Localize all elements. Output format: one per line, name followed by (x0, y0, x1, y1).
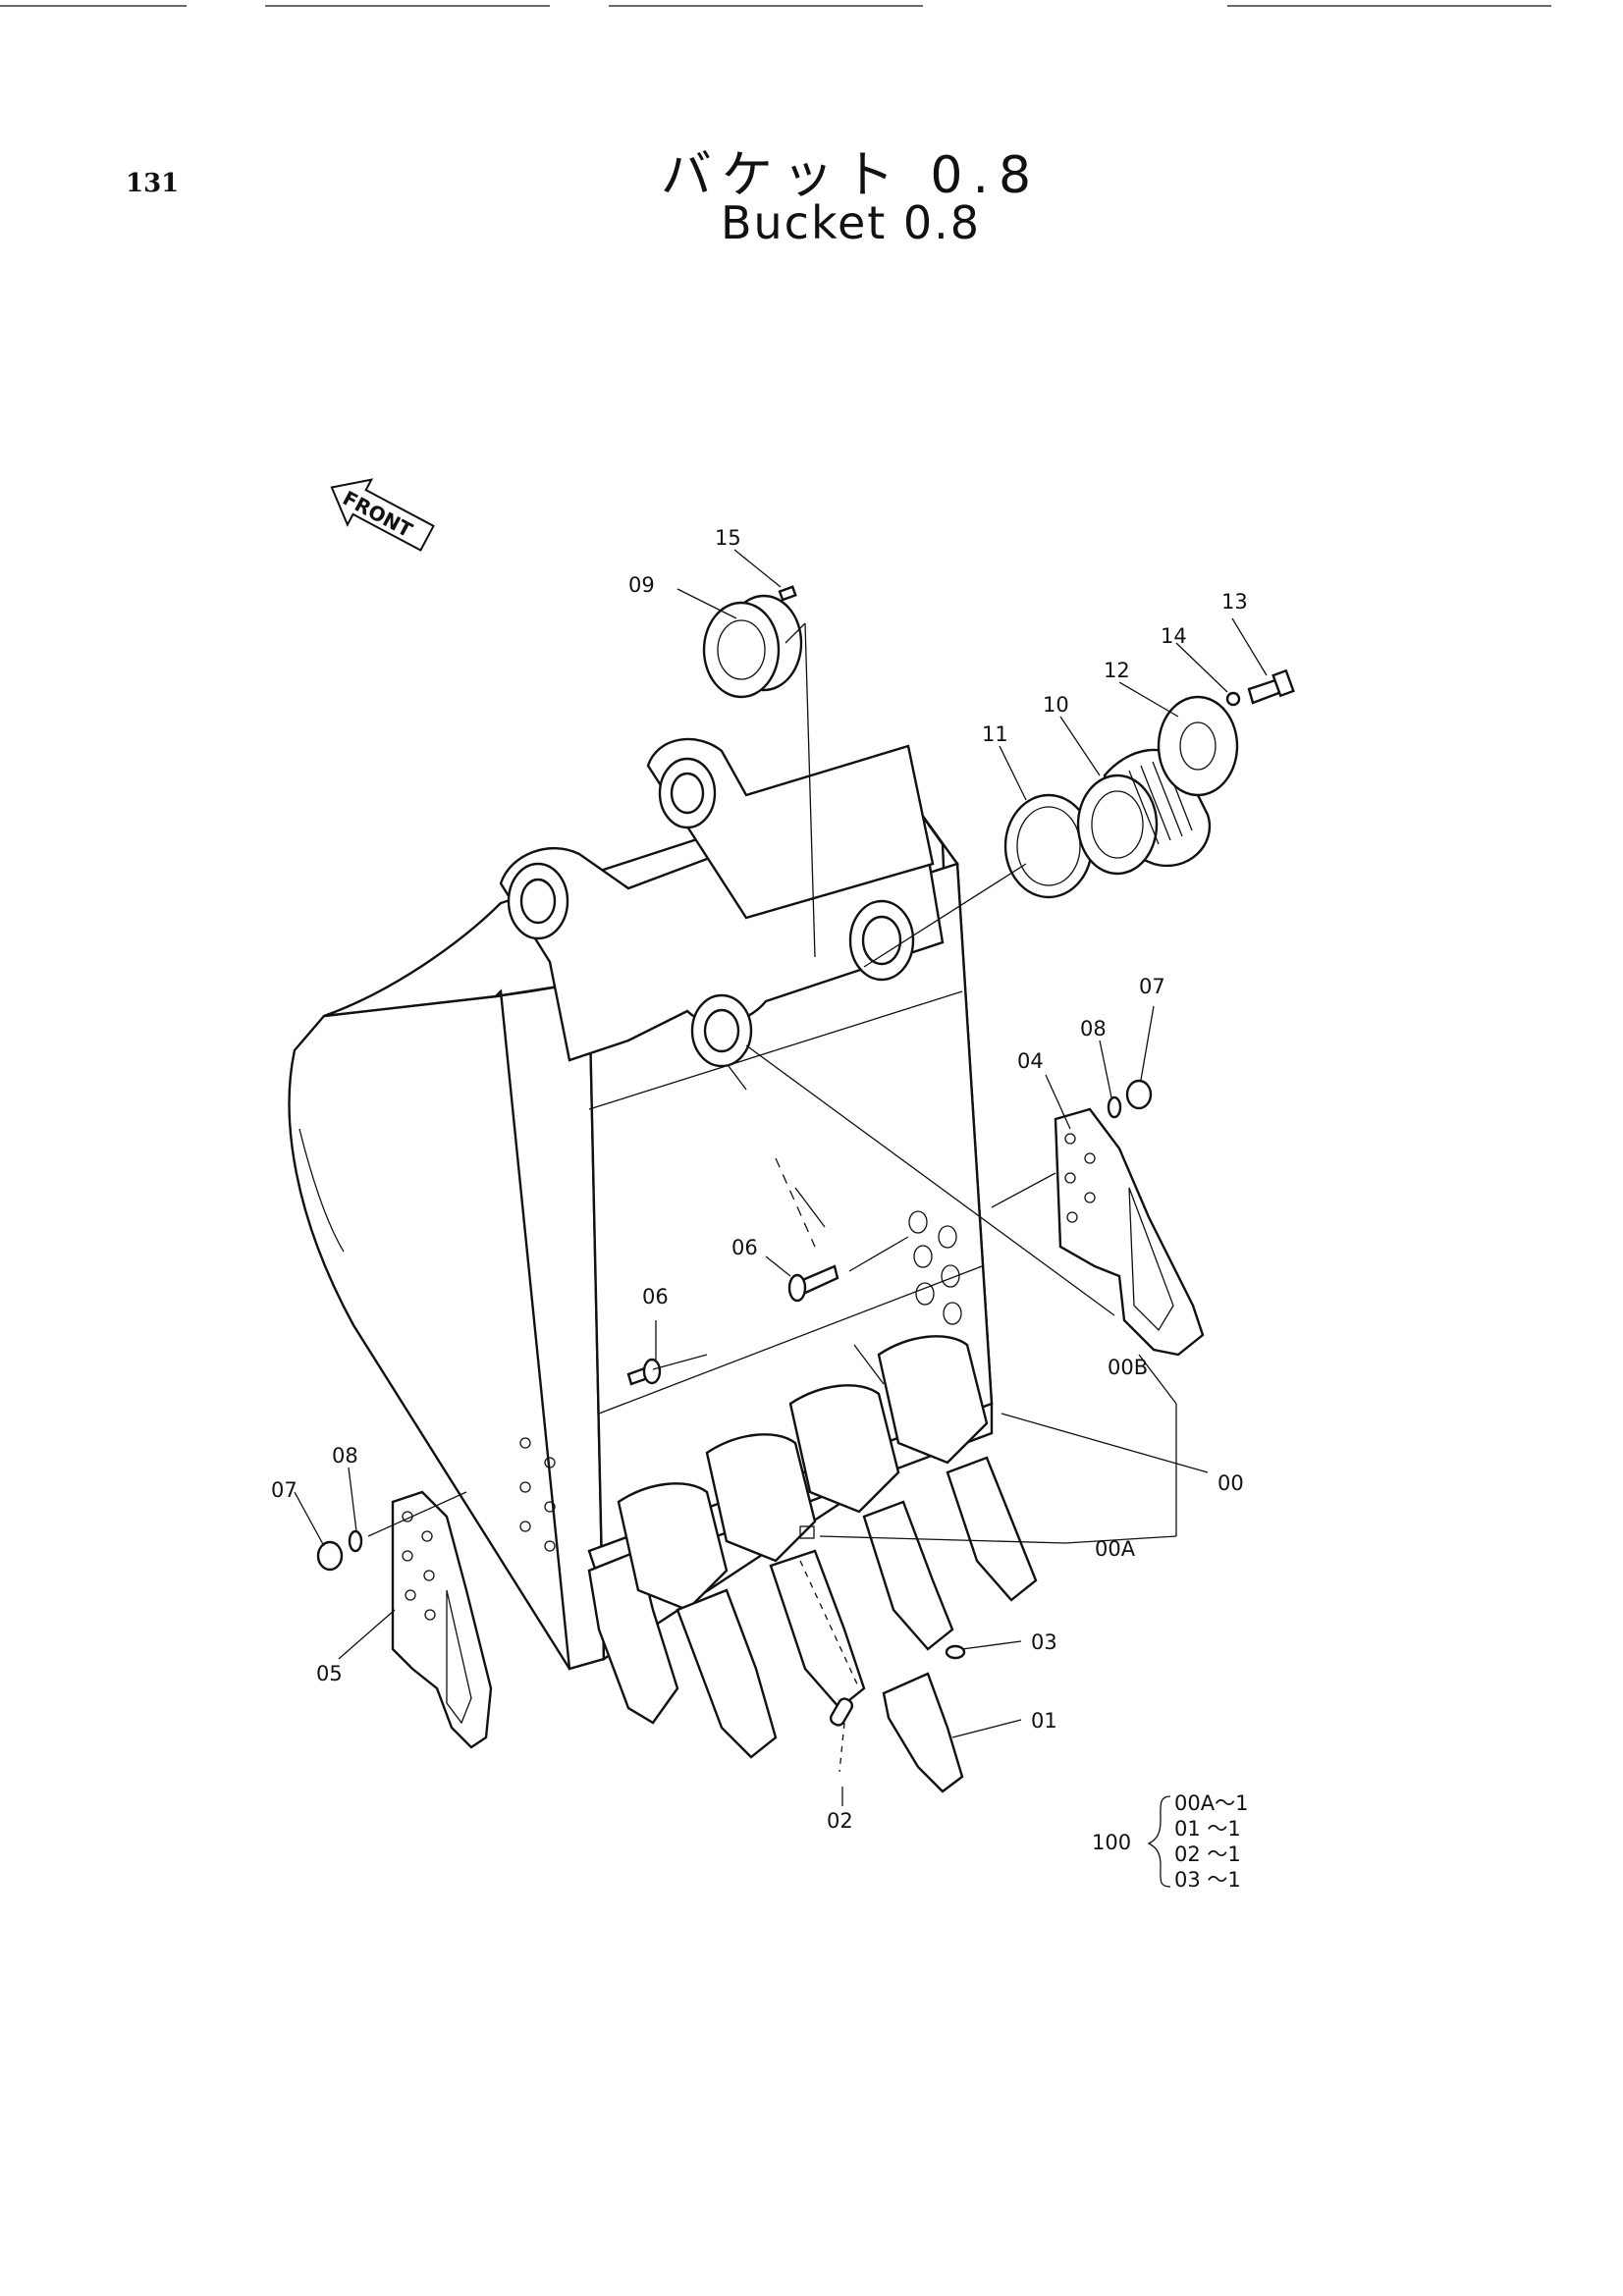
kit-brace (1147, 1795, 1171, 1888)
callout-15: 15 (715, 526, 741, 550)
nut-part-right (1125, 1079, 1153, 1110)
callout-03: 03 (1031, 1630, 1057, 1654)
lock-pin-part (829, 1697, 854, 1727)
washer-part (1225, 691, 1241, 707)
bolt-part (1247, 668, 1295, 705)
page-number: 131 (126, 169, 180, 198)
cover-plate-part (1157, 695, 1239, 797)
callout-07-left: 07 (271, 1478, 298, 1502)
side-cutter-right (1054, 1107, 1205, 1357)
callout-11: 11 (982, 722, 1008, 746)
callout-00a: 00A (1095, 1537, 1136, 1561)
assembly-lines (367, 622, 1115, 1773)
callout-01: 01 (1031, 1709, 1057, 1733)
plow-bolt-part-right (787, 1264, 839, 1303)
callout-05: 05 (316, 1662, 343, 1685)
lock-washer-part-right (1107, 1095, 1122, 1119)
kit-row-02: 02 ～1 (1174, 1842, 1241, 1866)
callout-13: 13 (1221, 590, 1248, 614)
bucket-teeth (587, 1335, 1038, 1759)
kit-row-03: 03 ～1 (1174, 1868, 1241, 1892)
callout-08-right: 08 (1080, 1017, 1107, 1041)
tooth-point-part (882, 1672, 964, 1793)
callout-10: 10 (1043, 693, 1069, 717)
callout-09: 09 (628, 573, 655, 597)
front-label: FRONT (339, 486, 416, 542)
leader-lines (294, 549, 1268, 1806)
title-japanese: バケット 0.8 (660, 146, 1042, 205)
callout-04: 04 (1017, 1049, 1044, 1073)
nut-part-left (316, 1540, 344, 1572)
callout-00: 00 (1217, 1471, 1244, 1495)
dust-seal-part (702, 594, 803, 699)
plow-bolt-part-left (626, 1358, 662, 1386)
kit-row-01: 01 ～1 (1174, 1817, 1241, 1841)
callout-labels: 15 09 13 14 12 10 11 07 08 04 06 06 00B … (271, 526, 1248, 1833)
callout-08-left: 08 (332, 1444, 358, 1468)
callout-14: 14 (1161, 624, 1187, 648)
callout-06-left: 06 (642, 1285, 669, 1308)
callout-07-right: 07 (1139, 975, 1165, 998)
lock-washer-part-left (348, 1529, 363, 1553)
callout-00b: 00B (1108, 1356, 1148, 1379)
callout-02: 02 (827, 1809, 853, 1833)
kit-100-group: 100 00A～1 01 ～1 02 ～1 03 ～1 (1092, 1791, 1248, 1892)
grease-nipple-part (778, 585, 797, 602)
rubber-lock-part (945, 1644, 966, 1660)
front-arrow-icon: FRONT (330, 478, 435, 552)
callout-12: 12 (1104, 659, 1130, 682)
title-english: Bucket 0.8 (720, 196, 982, 249)
side-cutter-left (391, 1490, 493, 1749)
kit-number: 100 (1092, 1831, 1131, 1854)
callout-06-right: 06 (731, 1236, 758, 1259)
kit-row-00a: 00A～1 (1174, 1791, 1248, 1815)
